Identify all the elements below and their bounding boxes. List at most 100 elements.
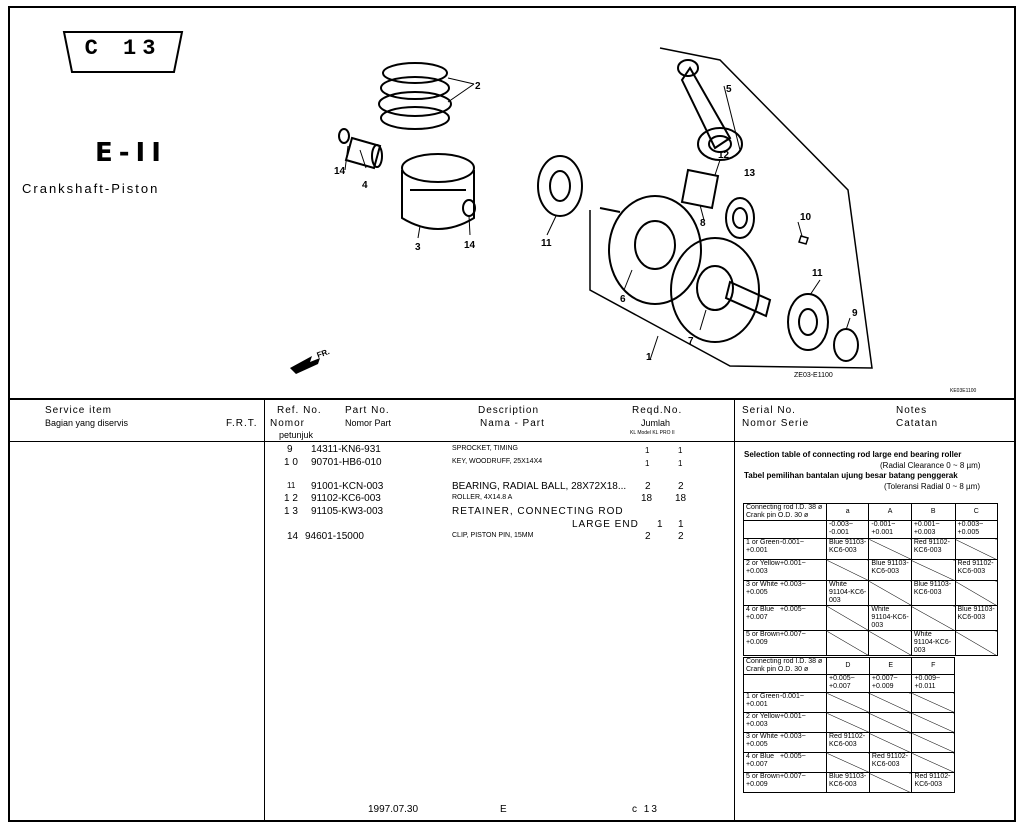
part-row-ref: 9 bbox=[287, 444, 293, 455]
table2-corner-bottom: Crank pin O.D. 30 ø bbox=[746, 666, 809, 673]
header-frt: F.R.T. bbox=[226, 418, 258, 429]
table1-cell bbox=[825, 605, 870, 631]
group-name: Crankshaft-Piston bbox=[22, 181, 160, 196]
table2-cell bbox=[911, 712, 955, 733]
table2-col-label: D bbox=[826, 657, 870, 675]
header-top-rule bbox=[8, 398, 1016, 400]
table1-cell bbox=[868, 630, 912, 656]
part-row-ref: 1 2 bbox=[284, 493, 298, 504]
footer-edition: E bbox=[500, 804, 507, 815]
table2-col-label: F bbox=[911, 657, 955, 675]
header-catatan: Catatan bbox=[896, 418, 939, 429]
header-jumlah: Jumlah bbox=[641, 418, 671, 428]
table1-corner-bottom: Crank pin O.D. 30 ø bbox=[746, 512, 809, 519]
header-nomor-part: Nomor Part bbox=[345, 418, 392, 428]
header-service-item: Service item bbox=[45, 405, 113, 416]
table1-row-head: 5 or Brown+0.007~ +0.009 bbox=[743, 630, 827, 656]
table2-row-label: 1 or Green bbox=[746, 693, 780, 700]
table1-cell: Blue 91103-KC6-003 bbox=[868, 559, 912, 581]
table2-cell bbox=[868, 692, 913, 713]
table2-row-head: 3 or White+0.003~ +0.005 bbox=[743, 732, 827, 753]
header-description: Description bbox=[478, 405, 540, 416]
header-bottom-rule bbox=[8, 441, 1016, 442]
table1-row-range: +0.005~ +0.007 bbox=[746, 606, 806, 621]
part-row-desc: CLIP, PISTON PIN, 15MM bbox=[452, 532, 534, 539]
table1-col-range: +0.003~ +0.005 bbox=[954, 520, 998, 539]
notes-line-4: (Toleransi Radial 0 ~ 8 µm) bbox=[884, 482, 980, 491]
callout-3: 3 bbox=[415, 242, 421, 253]
notes-line-1: Selection table of connecting rod large … bbox=[744, 450, 962, 459]
table2-row-range: -0.001~ +0.001 bbox=[746, 693, 804, 708]
table1-cell: White 91104-KC6-003 bbox=[868, 605, 912, 631]
table1-cell bbox=[910, 605, 956, 631]
table1-row-label: 1 or Green bbox=[746, 539, 780, 546]
callout-11a: 11 bbox=[541, 238, 552, 249]
callout-10: 10 bbox=[800, 212, 812, 223]
table1-col-range: -0.003~ -0.001 bbox=[825, 520, 870, 539]
part-row-qty2: 2 bbox=[678, 481, 684, 492]
notes-line-2: (Radial Clearance 0 ~ 8 µm) bbox=[880, 461, 981, 470]
table1-col-label: C bbox=[954, 503, 998, 521]
footer-page: c 13 bbox=[632, 804, 659, 815]
front-arrow-icon: FR. bbox=[290, 347, 331, 374]
table1-cell bbox=[825, 559, 870, 581]
table1-cell: Blue 91103-KC6-003 bbox=[954, 605, 998, 631]
table2-row-range: +0.001~ +0.003 bbox=[746, 713, 806, 728]
table1-col-range: -0.001~ +0.001 bbox=[868, 520, 912, 539]
callout-7: 7 bbox=[688, 336, 694, 347]
header-nomor-serie: Nomor Serie bbox=[742, 418, 810, 429]
callout-8: 8 bbox=[700, 218, 706, 229]
callout-2: 2 bbox=[475, 81, 481, 92]
table1-cell bbox=[954, 580, 998, 606]
table1-cell: Red 91102-KC6-003 bbox=[954, 559, 998, 581]
table2-row-head: 1 or Green-0.001~ +0.001 bbox=[743, 692, 827, 713]
table1-cell bbox=[825, 630, 870, 656]
diagram-code-small: KE03E1100 bbox=[950, 388, 977, 394]
table2-corner-spacer bbox=[743, 674, 827, 693]
table2-cell bbox=[911, 752, 955, 773]
table2-row-label: 4 or Blue bbox=[746, 753, 775, 760]
table2-cell bbox=[868, 712, 913, 733]
table1-row-range: +0.007~ +0.009 bbox=[746, 631, 806, 646]
header-nomor: Nomor bbox=[270, 418, 306, 429]
table1-row-head: 3 or White+0.003~ +0.005 bbox=[743, 580, 827, 606]
header-part-no: Part No. bbox=[345, 405, 390, 416]
table2-cell: Red 91102-KC6-003 bbox=[826, 732, 870, 753]
table1-cell: Red 91102-KC6-003 bbox=[910, 538, 956, 560]
table2-row-label: 5 or Brown bbox=[746, 773, 780, 780]
front-direction-label: FR. bbox=[316, 347, 331, 360]
table1-col-range: +0.001~ +0.003 bbox=[910, 520, 956, 539]
table1-row-label: 4 or Blue bbox=[746, 606, 775, 613]
table1-row-head: 2 or Yellow+0.001~ +0.003 bbox=[743, 559, 827, 581]
callout-4: 4 bbox=[362, 180, 368, 191]
table2-cell bbox=[868, 732, 913, 753]
column-divider-2 bbox=[734, 398, 735, 822]
table2-cell bbox=[911, 692, 955, 713]
table2-row-range: +0.007~ +0.009 bbox=[746, 773, 806, 788]
table2-cell bbox=[826, 752, 870, 773]
part-row-ref: 14 bbox=[287, 531, 299, 542]
table2-cell: Blue 91103-KC6-003 bbox=[826, 772, 870, 793]
table1-cell bbox=[954, 630, 998, 656]
table1-col-label: a bbox=[825, 503, 870, 521]
table2-col-range: +0.007~ +0.009 bbox=[868, 674, 913, 693]
table1-cell bbox=[910, 559, 956, 581]
diagram-code: ZE03-E1100 bbox=[794, 372, 833, 379]
part-row-qty2: 1 bbox=[678, 446, 683, 455]
table2-cell: Red 91102-KC6-003 bbox=[868, 752, 913, 773]
callout-5: 5 bbox=[726, 84, 732, 95]
table2-row-range: +0.005~ +0.007 bbox=[746, 753, 806, 768]
part-row-desc: ROLLER, 4X14.8 A bbox=[452, 494, 513, 501]
callout-14b: 14 bbox=[464, 240, 476, 251]
part-row-desc: RETAINER, CONNECTING ROD bbox=[452, 506, 624, 517]
part-row-ref: 1 0 bbox=[284, 457, 298, 468]
header-nama-part: Nama - Part bbox=[480, 418, 545, 429]
part-row-ref: 11 bbox=[287, 481, 296, 490]
part-row-qty1: 18 bbox=[641, 493, 653, 504]
table1-row-head: 1 or Green-0.001~ +0.001 bbox=[743, 538, 827, 560]
table1-cell: Blue 91103-KC6-003 bbox=[910, 580, 956, 606]
table1-cell: Blue 91103-KC6-003 bbox=[825, 538, 870, 560]
callout-9: 9 bbox=[852, 308, 858, 319]
